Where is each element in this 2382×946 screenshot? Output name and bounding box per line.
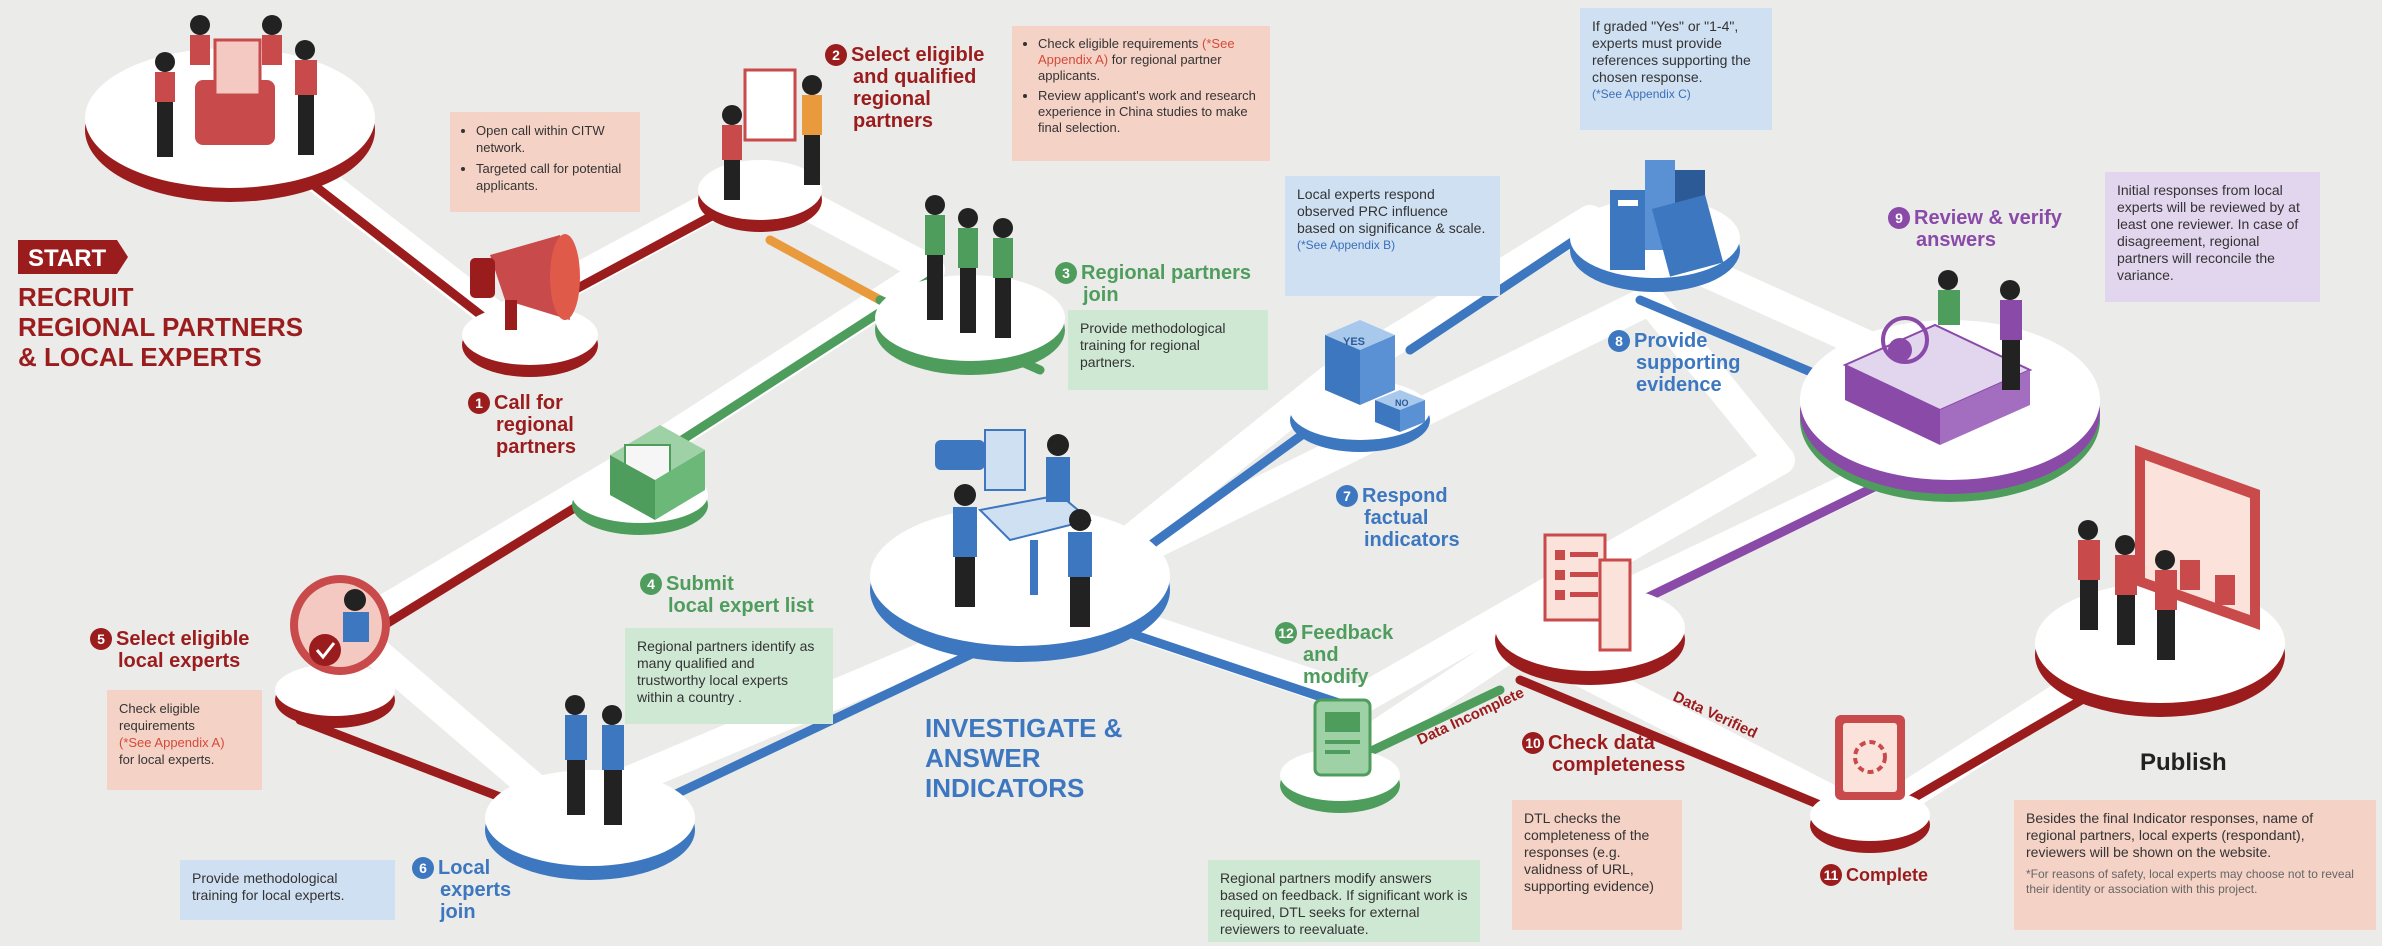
envelope-list-icon bbox=[610, 425, 705, 520]
illustrations: YES NO bbox=[155, 15, 2260, 825]
selection-board-icon bbox=[722, 68, 822, 200]
start-label: START bbox=[28, 245, 107, 272]
local-experts-icon bbox=[565, 695, 624, 825]
note-select-partners: Check eligible requirements (*See Append… bbox=[1012, 26, 1270, 161]
note-respond-indicators: Local experts respond observed PRC influ… bbox=[1285, 176, 1500, 296]
start-badge: START bbox=[18, 240, 128, 274]
yes-label: YES bbox=[1343, 336, 1365, 348]
platform-center bbox=[870, 506, 1170, 662]
note-publish: Besides the final Indicator responses, n… bbox=[2014, 800, 2376, 930]
note-feedback-modify: Regional partners modify answers based o… bbox=[1208, 860, 1480, 942]
platform-step-2 bbox=[698, 160, 822, 232]
investigate-title: INVESTIGATE & ANSWER INDICATORS bbox=[925, 713, 1123, 803]
note-submit-list: Regional partners identify as many quali… bbox=[625, 628, 833, 724]
platform-step-1 bbox=[462, 305, 598, 377]
note-check-completeness: DTL checks the completeness of the respo… bbox=[1512, 800, 1682, 930]
platform-step-5 bbox=[275, 664, 395, 728]
regional-partners-icon bbox=[925, 195, 1013, 338]
note-supporting-evidence: If graded "Yes" or "1-4", experts must p… bbox=[1580, 8, 1772, 130]
yes-no-boxes-icon: YES NO bbox=[1325, 320, 1425, 432]
review-dashboard-icon bbox=[1842, 270, 2033, 445]
feedback-device-icon bbox=[1313, 698, 1372, 777]
expert-approval-icon bbox=[290, 575, 390, 675]
publish-label: Publish bbox=[2140, 749, 2227, 776]
website-publish-icon bbox=[2078, 445, 2260, 660]
note-review-answers: Initial responses from local experts wil… bbox=[2105, 172, 2320, 302]
platform-step-6 bbox=[485, 770, 695, 880]
team-meeting-icon bbox=[935, 429, 1093, 627]
note-select-experts: Check eligible requirements (*See Append… bbox=[107, 690, 262, 790]
platform-step-10 bbox=[1495, 585, 1685, 685]
books-icon bbox=[1610, 160, 1724, 277]
checklist-icon bbox=[1543, 533, 1632, 652]
note-call-for-partners: Open call within CITW network. Targeted … bbox=[450, 112, 640, 212]
loading-tablet-icon bbox=[1835, 715, 1905, 800]
megaphone-icon bbox=[470, 234, 580, 330]
start-title: RECRUIT REGIONAL PARTNERS & LOCAL EXPERT… bbox=[18, 282, 304, 372]
people-recruit-icon bbox=[155, 15, 317, 157]
no-label: NO bbox=[1395, 398, 1409, 408]
note-partners-join: Provide methodological training for regi… bbox=[1068, 310, 1268, 390]
platform-step-11 bbox=[1810, 789, 1930, 853]
note-experts-join: Provide methodological training for loca… bbox=[180, 860, 395, 920]
